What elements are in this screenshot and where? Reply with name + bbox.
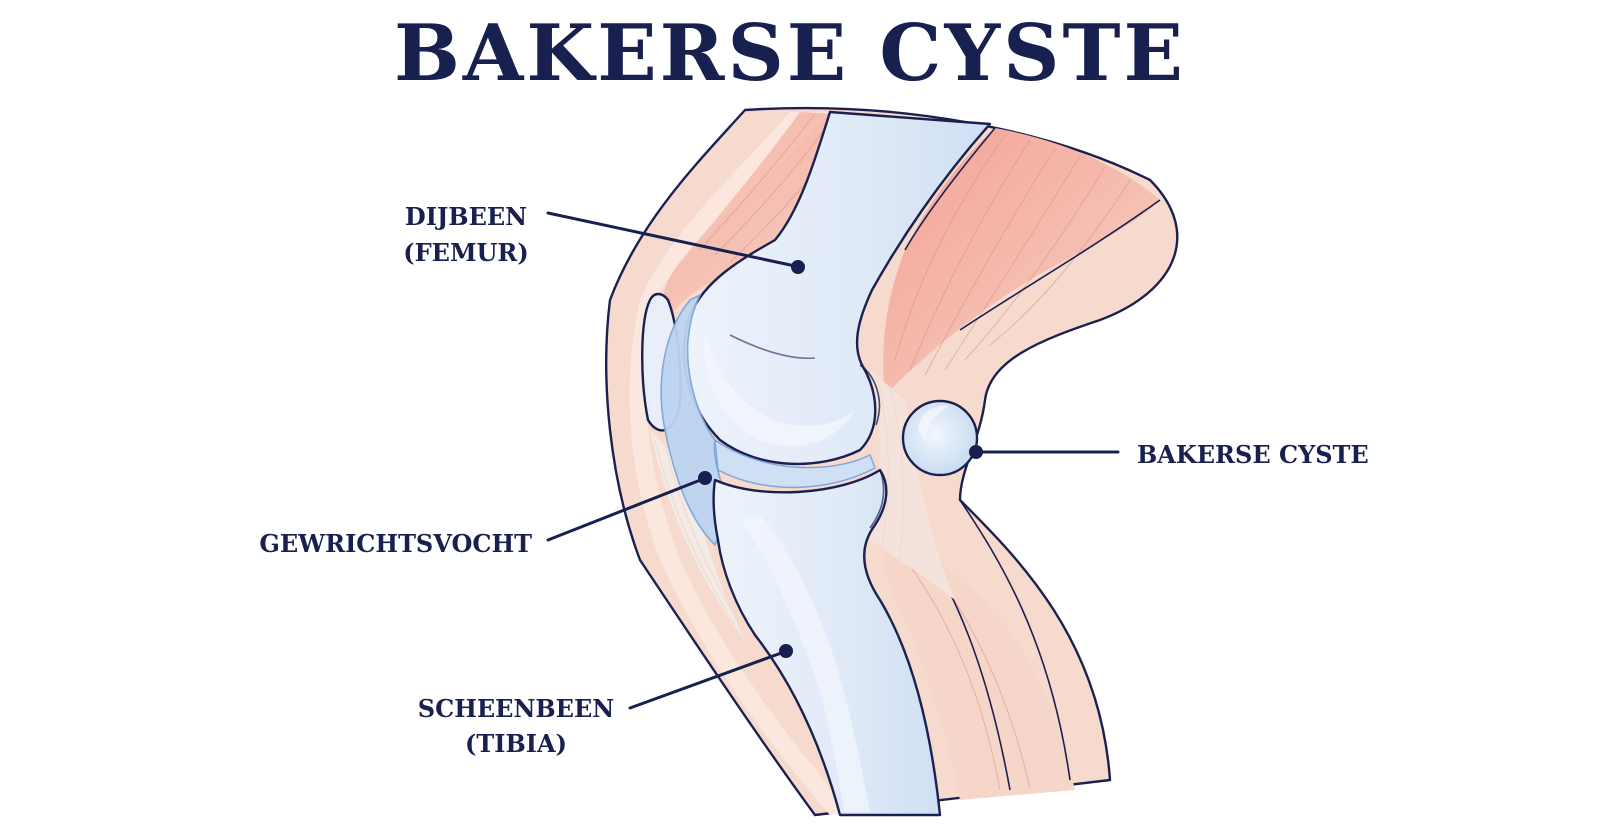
baker-cyst [901, 399, 979, 477]
annotations [546, 211, 1120, 710]
fluid-dot [698, 471, 712, 485]
fluid-leader [546, 477, 705, 542]
tibia-dot [779, 644, 793, 658]
patellar-tendon [650, 430, 745, 640]
posterior-tendons [870, 370, 955, 600]
cyst-label: BAKERSE CYSTE [1137, 440, 1369, 469]
hamstring-muscle [883, 127, 1161, 395]
tibia-label-line2: (TIBIA) [465, 729, 567, 758]
femur-dot [791, 260, 805, 274]
joint-fluid [660, 293, 876, 547]
femur-bone [682, 110, 992, 466]
tibia-bone [712, 468, 942, 817]
calf-muscle [879, 499, 1075, 800]
femur-label-line1: DIJBEEN [405, 202, 527, 231]
tibia-label-line1: SCHEENBEEN [418, 694, 614, 723]
tibia-leader [628, 650, 786, 710]
fluid-label: GEWRICHTSVOCHT [259, 529, 532, 558]
femur-leader [546, 211, 797, 268]
cyst-dot [969, 445, 983, 459]
title: BAKERSE CYSTE [394, 8, 1186, 99]
femur-label-line2: (FEMUR) [403, 238, 528, 267]
